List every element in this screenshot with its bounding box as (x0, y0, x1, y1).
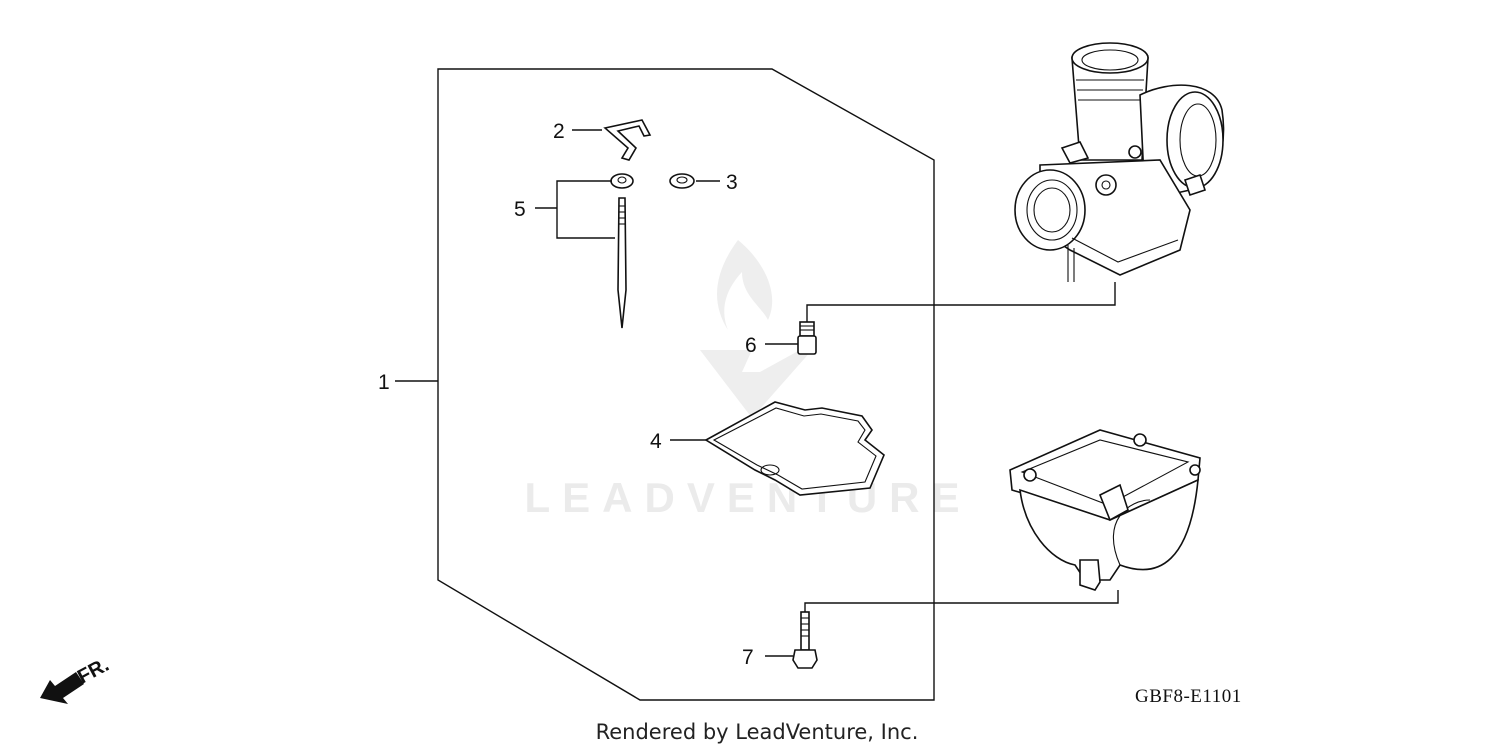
front-direction-indicator: FR. (40, 654, 113, 704)
callout-2: 2 (553, 120, 565, 143)
callout-1: 1 (378, 371, 390, 394)
callout-5: 5 (514, 198, 526, 221)
part-7-jet (797, 321, 817, 355)
front-arrow-icon (40, 672, 84, 704)
watermark-logo-icon (700, 240, 812, 418)
part-2-clip (603, 119, 652, 161)
watermark-text: LEADVENTURE (524, 474, 971, 521)
callout-6: 7 (742, 646, 754, 669)
part-4-gasket (704, 401, 885, 496)
callout-3: 3 (726, 171, 738, 194)
callout-7: 6 (745, 334, 757, 357)
float-bowl (1009, 429, 1201, 591)
kit-outline (437, 68, 935, 701)
watermark: LEADVENTURE (524, 240, 971, 521)
diagram-code: GBF8-E1101 (1135, 686, 1242, 707)
leader-7-to-carb (806, 282, 1116, 322)
part-5-needle-set (610, 173, 634, 329)
render-credit: Rendered by LeadVenture, Inc. (596, 720, 919, 744)
carburetor-body (1014, 42, 1225, 282)
part-3-washer (669, 173, 695, 189)
part-6-screw (792, 611, 818, 669)
bracket-5 (556, 180, 615, 239)
callout-4: 4 (650, 430, 662, 453)
leader-6-to-bowl (804, 590, 1119, 612)
